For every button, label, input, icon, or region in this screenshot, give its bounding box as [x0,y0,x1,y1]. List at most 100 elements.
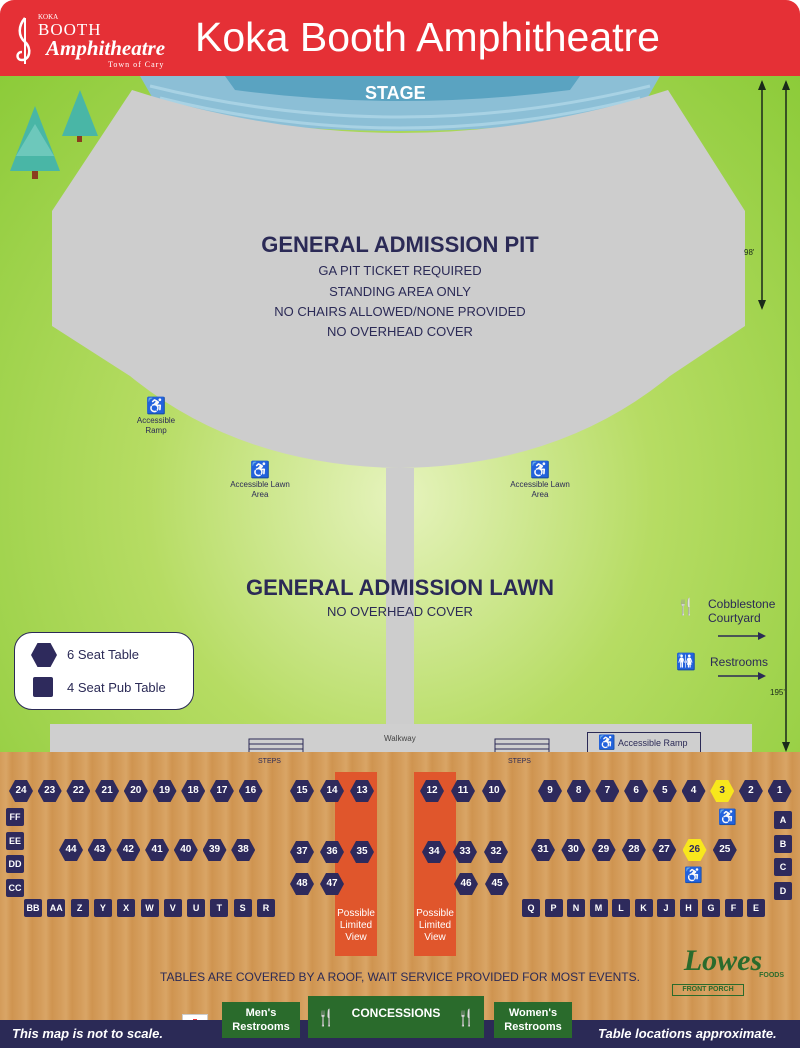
utensils-icon: 🍴 [456,1010,476,1027]
table-36[interactable]: 36 [320,841,344,863]
roof-note: TABLES ARE COVERED BY A ROOF, WAIT SERVI… [160,970,640,984]
mens-restrooms-label: Men's Restrooms [222,1002,300,1038]
table-27[interactable]: 27 [652,839,677,861]
table-2[interactable]: 2 [738,780,763,802]
table-8[interactable]: 8 [566,780,591,802]
table-26[interactable]: 26 [682,839,707,861]
table-45[interactable]: 45 [485,873,509,895]
walkway [50,724,752,754]
table-35[interactable]: 35 [350,841,374,863]
table-5[interactable]: 5 [652,780,677,802]
table-13[interactable]: 13 [350,780,374,802]
table-47[interactable]: 47 [320,873,344,895]
table-19[interactable]: 19 [152,780,177,802]
table-16[interactable]: 16 [238,780,263,802]
table-n[interactable]: N [567,899,585,917]
table-1[interactable]: 1 [767,780,792,802]
table-17[interactable]: 17 [209,780,234,802]
table-z[interactable]: Z [70,899,89,917]
wheelchair-icon: ♿ [598,734,616,750]
table-31[interactable]: 31 [531,839,555,861]
table-aa[interactable]: AA [47,899,66,917]
table-h[interactable]: H [679,899,698,917]
table-s[interactable]: S [233,899,252,917]
pub-table-dd[interactable]: DD [6,855,24,873]
table-29[interactable]: 29 [591,839,616,861]
table-28[interactable]: 28 [621,839,646,861]
lawn-title: GENERAL ADMISSION LAWN [245,575,554,600]
table-g[interactable]: G [702,899,720,917]
table-4[interactable]: 4 [681,780,706,802]
pub-table-cc[interactable]: CC [6,878,24,897]
table-x[interactable]: X [117,899,136,917]
walkway-label: Walkway [384,734,416,743]
limited-view-zone-left: Possible Limited View [335,772,377,956]
table-6[interactable]: 6 [624,780,649,802]
table-y[interactable]: Y [93,899,112,917]
table-21[interactable]: 21 [95,780,120,802]
table-18[interactable]: 18 [181,780,206,802]
table-m[interactable]: M [589,899,608,917]
table-e[interactable]: E [747,899,765,917]
lowes-foods-logo: Lowes FOODS FRONT PORCH [658,944,788,1006]
table-l[interactable]: L [612,899,630,917]
table-20[interactable]: 20 [123,780,148,802]
table-43[interactable]: 43 [87,839,112,861]
table-34[interactable]: 34 [422,841,446,863]
pub-table-a[interactable]: A [774,811,792,829]
table-k[interactable]: K [634,899,653,917]
table-39[interactable]: 39 [202,839,227,861]
table-t[interactable]: T [210,899,229,917]
treble-clef-icon [16,17,31,64]
cobblestone-courtyard-label: Cobblestone Courtyard [708,597,776,625]
table-r[interactable]: R [257,899,275,917]
page-title: Koka Booth Amphitheatre [195,14,660,60]
table-15[interactable]: 15 [290,780,314,802]
table-w[interactable]: W [140,899,159,917]
table-bb[interactable]: BB [24,899,42,917]
stage-label: STAGE [365,83,426,103]
table-38[interactable]: 38 [231,839,256,861]
table-v[interactable]: V [163,899,182,917]
legend-six-seat-label: 6 Seat Table [67,647,140,662]
table-14[interactable]: 14 [320,780,344,802]
table-22[interactable]: 22 [66,780,91,802]
table-11[interactable]: 11 [451,780,475,802]
pub-table-ee[interactable]: EE [6,831,24,850]
table-7[interactable]: 7 [595,780,620,802]
table-48[interactable]: 48 [290,873,314,895]
table-33[interactable]: 33 [453,841,477,863]
table-44[interactable]: 44 [59,839,83,861]
table-41[interactable]: 41 [145,839,170,861]
table-40[interactable]: 40 [173,839,198,861]
wheelchair-icon: ♿ [250,462,270,479]
pit-line1: GA PIT TICKET REQUIRED [318,263,482,278]
pub-table-c[interactable]: C [774,858,792,876]
table-46[interactable]: 46 [454,873,478,895]
table-32[interactable]: 32 [484,841,508,863]
table-30[interactable]: 30 [561,839,586,861]
pub-table-ff[interactable]: FF [6,808,24,826]
limited-view-zone-right: Possible Limited View [414,772,456,956]
table-37[interactable]: 37 [290,841,314,863]
table-j[interactable]: J [657,899,675,917]
pub-table-b[interactable]: B [774,834,792,853]
table-9[interactable]: 9 [538,780,562,802]
logo-amphitheatre: Amphitheatre [46,36,166,60]
steps-label-left: STEPS [258,758,281,765]
table-42[interactable]: 42 [116,839,141,861]
table-25[interactable]: 25 [712,839,737,861]
table-u[interactable]: U [187,899,206,917]
table-q[interactable]: Q [522,899,540,917]
table-3[interactable]: 3 [710,780,735,802]
wheelchair-icon: ♿ [684,867,703,884]
table-23[interactable]: 23 [37,780,62,802]
table-f[interactable]: F [724,899,743,917]
pub-table-d[interactable]: D [774,881,792,900]
table-12[interactable]: 12 [420,780,444,802]
pit-line3: NO CHAIRS ALLOWED/NONE PROVIDED [274,304,526,319]
table-24[interactable]: 24 [9,780,33,802]
table-p[interactable]: P [544,899,563,917]
table-10[interactable]: 10 [482,780,506,802]
wheelchair-icon: ♿ [530,462,550,479]
